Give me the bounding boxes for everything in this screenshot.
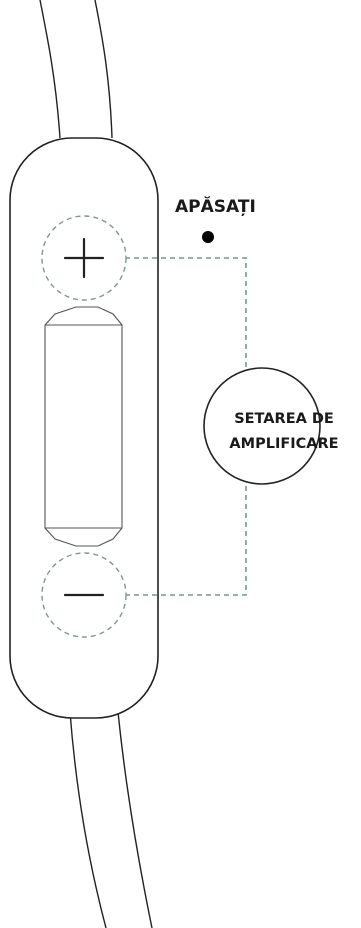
press-label: APĂSAȚI	[175, 195, 256, 217]
gain-setting-label-line2: AMPLIFICARE	[229, 436, 338, 452]
plus-icon	[63, 237, 105, 279]
gain-guide-lines	[125, 257, 247, 596]
gain-setting-label-line1: SETAREA DE	[234, 411, 334, 427]
center-button	[44, 306, 123, 547]
lower-cable	[69, 711, 153, 928]
volume-down-button[interactable]	[41, 552, 127, 638]
press-bullet	[202, 231, 214, 243]
upper-cable	[39, 0, 113, 139]
volume-up-button[interactable]	[41, 215, 127, 301]
gain-setting-callout	[203, 367, 321, 485]
